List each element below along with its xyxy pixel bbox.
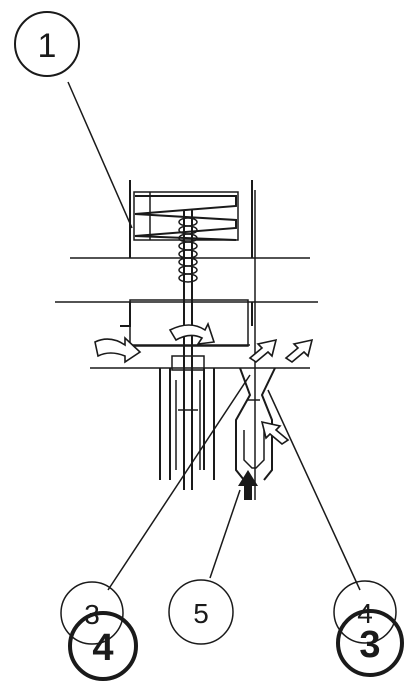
outlet-arrow-1 <box>248 338 278 363</box>
guide-body <box>159 355 215 480</box>
housing <box>120 180 256 500</box>
swirl-arrow-center <box>168 321 216 346</box>
callout-1-label: 1 <box>38 27 57 65</box>
bellows-stack <box>178 217 198 283</box>
callout-5-label: 5 <box>193 598 209 629</box>
callout-4-old-label: 4 <box>357 598 373 629</box>
callout-3-new-label: 3 <box>359 624 380 666</box>
callout-4-new-label: 4 <box>92 627 113 669</box>
nozzle-assembly <box>235 367 276 481</box>
callout-3-new: 3 <box>336 609 404 677</box>
callout-1: 1 <box>14 11 80 77</box>
callout-5: 5 <box>168 579 234 645</box>
inlet-arrow-left <box>94 336 142 364</box>
callout-4-old: 4 <box>333 580 397 644</box>
valve-stem <box>183 210 193 490</box>
fuel-inlet-arrow <box>238 470 258 500</box>
spring-coil <box>133 191 239 241</box>
callout-4-new: 4 <box>68 611 138 681</box>
leader-lines <box>67 81 361 591</box>
outlet-arrow-2 <box>284 338 314 363</box>
side-arrow <box>260 420 290 445</box>
flow-arrows <box>94 321 314 500</box>
